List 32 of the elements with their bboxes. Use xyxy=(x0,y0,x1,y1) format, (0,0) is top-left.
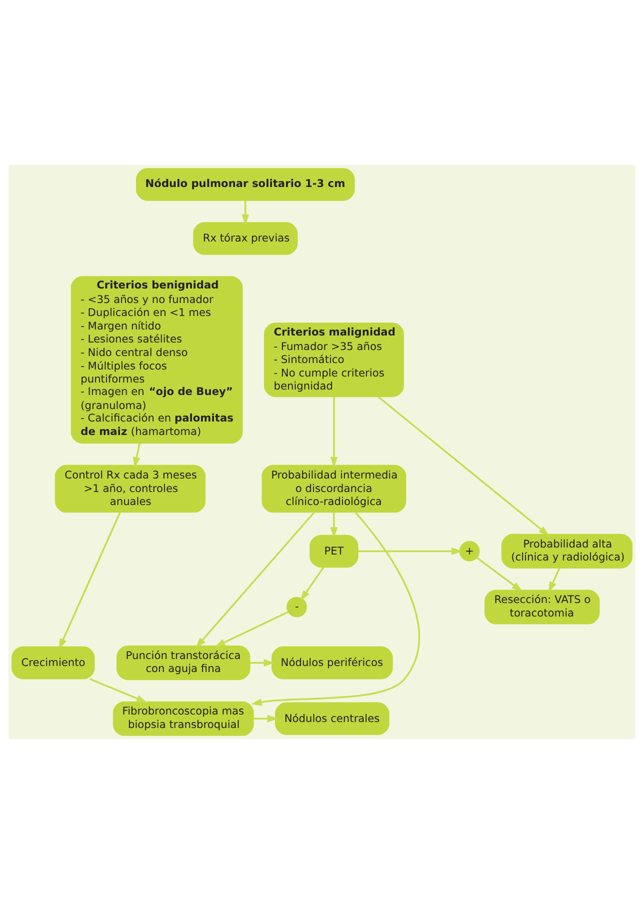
arrow xyxy=(89,678,148,703)
node-box: Rx tórax previas xyxy=(193,222,298,255)
node-box: Criterios malignidad - Fumador >35 años - Sintomático - No cumple criterios benignidad xyxy=(264,322,404,398)
arrow xyxy=(330,512,338,538)
node-box: Nódulos centrales xyxy=(275,702,390,736)
node-circle: - xyxy=(286,596,307,618)
node-box: Resección: VATS o toracotomia xyxy=(484,590,600,624)
arrow xyxy=(58,512,121,650)
node-box: Punción transtorácica con aguja fina xyxy=(116,646,250,680)
node-box: Probabilidad intermedia o discordancia clínico-radiológica xyxy=(262,464,406,513)
node-box: Fibrobroncoscopia mas biopsia transbroquial xyxy=(112,701,254,736)
arrow xyxy=(242,200,250,226)
node-box: PET xyxy=(310,534,358,568)
node-box: Nódulos periféricos xyxy=(272,646,393,680)
arrow xyxy=(476,557,523,592)
arrow xyxy=(250,659,274,667)
node-box: Control Rx cada 3 meses >1 año, controles anuales xyxy=(54,464,206,513)
arrow xyxy=(548,568,560,592)
arrow xyxy=(214,611,289,648)
node-box: Nódulo pulmonar solitario 1-3 cm xyxy=(136,168,355,201)
arrow xyxy=(132,443,140,468)
node-box: Crecimiento xyxy=(12,646,95,680)
node-circle: + xyxy=(459,541,480,562)
arrow xyxy=(330,396,338,468)
node-box: Probabilidad alta (clínica y radiológica) xyxy=(501,534,632,568)
arrow xyxy=(378,396,550,536)
arrow xyxy=(251,512,420,706)
arrow xyxy=(358,547,462,555)
arrow xyxy=(300,566,324,601)
arrow xyxy=(253,714,278,722)
arrow xyxy=(196,512,315,648)
node-box: Criterios benignidad - <35 años y no fumador - Duplicación en <1 mes - Margen nítido - Lesiones satélites - Nido central denso - Múltiples focos puntiformes - Imagen en “ojo de Buey” (granuloma) - Calcificación en palomitas de maiz (hamartoma) xyxy=(70,276,243,444)
